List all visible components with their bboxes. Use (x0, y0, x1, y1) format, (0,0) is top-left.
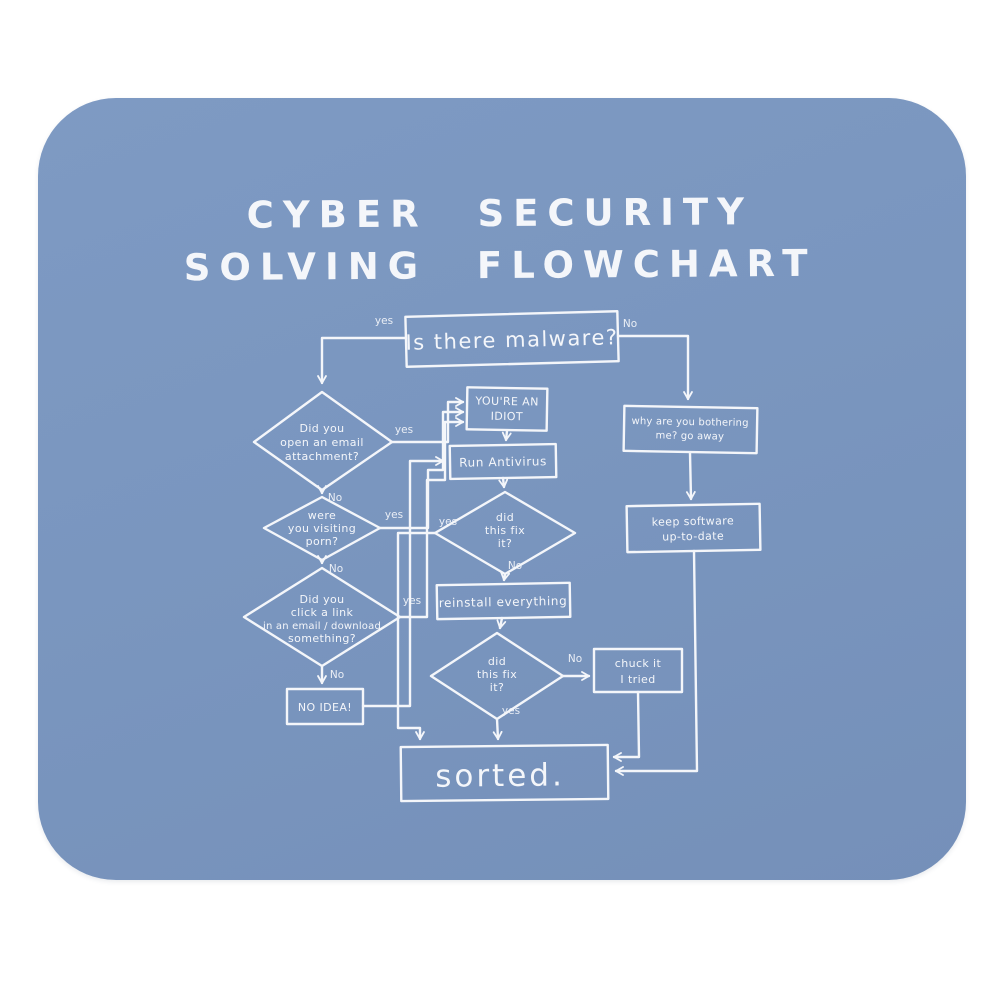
edge-visiting-porn-yes (378, 407, 465, 530)
node-keep-software: keep software up-to-date (625, 502, 762, 554)
edge-label-fix2-yes: yes (502, 705, 520, 717)
node-visiting-porn: were you visiting porn? (262, 495, 382, 562)
edge-malware-no (616, 334, 693, 401)
fix2-line1: did (488, 655, 506, 668)
keep-software-box (625, 502, 762, 554)
node-open-email: Did you open an email attachment? (252, 390, 394, 492)
bothering-box (622, 404, 759, 455)
node-bothering: why are you bothering me? go away (622, 404, 759, 455)
chuck-line1: chuck it (615, 657, 662, 670)
edge-click-link-yes (398, 417, 465, 619)
edge-label-fix1-yes: yes (439, 516, 457, 528)
click-link-line4: something? (288, 632, 356, 645)
node-chuck: chuck it I tried (592, 647, 684, 694)
edge-label-visiting-porn-yes: yes (385, 509, 403, 521)
node-click-link: Did you click a link in an email / downl… (242, 566, 402, 668)
node-fix2: did this fix it? (429, 631, 565, 721)
click-link-line1: Did you (299, 593, 344, 606)
chuck-line2: I tried (620, 673, 655, 686)
open-email-line1: Did you (299, 422, 344, 435)
fix1-line2: this fix (485, 524, 525, 537)
idiot-line2: IDIOT (491, 410, 524, 424)
edge-chuck-sorted (612, 690, 641, 762)
fix1-line1: did (496, 511, 514, 524)
reinstall-text: reinstall everything (439, 594, 568, 610)
edge-label-malware-no: No (623, 318, 637, 330)
node-sorted: sorted. (399, 743, 610, 803)
idiot-line1: YOU'RE AN (474, 394, 539, 408)
open-email-line2: open an email (280, 436, 364, 449)
fix2-line3: it? (490, 681, 504, 694)
edge-no-idea-antivirus (361, 456, 445, 708)
open-email-line3: attachment? (285, 450, 359, 463)
edge-label-visiting-porn-no: No (329, 563, 343, 575)
edge-bothering-keep (685, 451, 696, 501)
edge-label-fix1-no: No (508, 560, 522, 572)
edge-antivirus-fix1 (498, 476, 509, 489)
reinstall-box (435, 581, 572, 621)
edge-fix1-yes-sorted (396, 531, 437, 741)
sorted-box (399, 743, 610, 803)
visiting-porn-line1: were (308, 509, 336, 522)
mousepad (38, 98, 966, 880)
edge-label-click-link-yes: yes (403, 595, 421, 607)
edge-reinstall-fix2 (496, 616, 507, 630)
edge-label-fix2-no: No (568, 653, 582, 665)
sorted-text: sorted. (435, 757, 565, 794)
is-there-malware-text: Is there malware? (405, 325, 619, 355)
fix2-line2: this fix (477, 668, 517, 681)
keep-software-line2: up-to-date (662, 529, 724, 543)
edge-malware-yes (317, 336, 408, 385)
node-antivirus: Run Antivirus (448, 442, 558, 481)
bothering-line1: why are you bothering (631, 416, 748, 429)
fix1-line3: it? (498, 537, 512, 550)
node-is-there-malware: Is there malware? (404, 310, 620, 368)
node-reinstall: reinstall everything (435, 581, 572, 621)
bothering-line2: me? go away (655, 430, 724, 442)
no-idea-text: NO IDEA! (298, 701, 352, 714)
edge-idiot-antivirus (501, 429, 512, 442)
edge-label-click-link-no: No (330, 669, 344, 681)
node-idiot: YOU'RE AN IDIOT (465, 386, 549, 432)
click-link-line3: in an email / download (263, 621, 381, 632)
edge-fix2-sorted (492, 717, 503, 741)
edge-label-open-email-yes: yes (395, 424, 413, 436)
node-fix1: did this fix it? (433, 490, 577, 576)
edge-fix1-reinstall (500, 571, 510, 582)
visiting-porn-line2: you visiting (288, 522, 356, 535)
edge-keep-sorted (614, 549, 699, 776)
click-link-line2: click a link (291, 606, 354, 619)
keep-software-line1: keep software (652, 514, 735, 528)
visiting-porn-line3: porn? (306, 535, 339, 548)
edge-label-malware-yes: yes (375, 315, 393, 327)
antivirus-text: Run Antivirus (459, 454, 547, 470)
node-no-idea: NO IDEA! (285, 687, 365, 726)
